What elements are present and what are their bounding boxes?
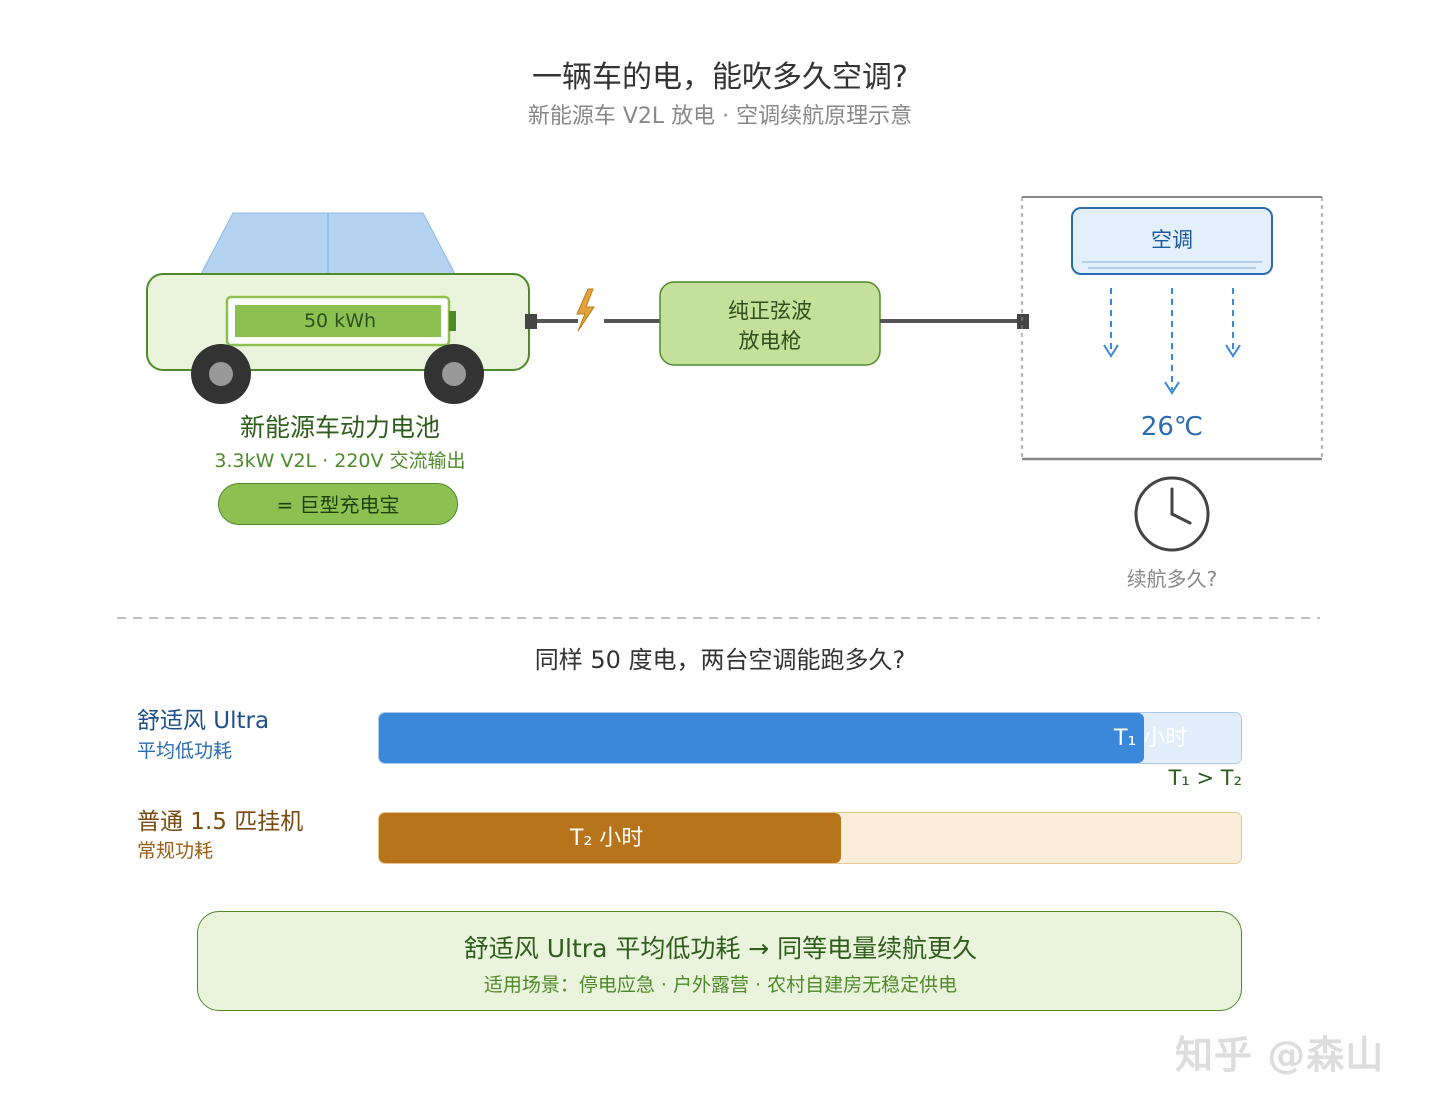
conclusion-main: 舒适风 Ultra 平均低功耗 → 同等电量续航更久	[463, 934, 978, 963]
row-2-bar-label: T₂ 小时	[570, 826, 644, 851]
battery-capacity: 50 kWh	[303, 310, 377, 332]
page-subtitle: 新能源车 V2L 放电 · 空调续航原理示意	[527, 104, 913, 129]
duration-relation: T₁ > T₂	[1168, 766, 1242, 790]
conclusion-box: 舒适风 Ultra 平均低功耗 → 同等电量续航更久 适用场景：停电应急 · 户…	[197, 911, 1242, 1011]
runtime-question: 续航多久?	[1126, 567, 1218, 591]
clock-icon	[1134, 476, 1210, 552]
row-1-name: 舒适风 Ultra	[137, 708, 270, 734]
gun-line-2: 放电枪	[738, 329, 802, 353]
discharge-gun	[659, 281, 881, 366]
lightning-icon	[576, 288, 595, 332]
ac-unit	[1071, 207, 1273, 275]
car-battery-subtitle: 3.3kW V2L · 220V 交流输出	[214, 450, 466, 472]
car-plug	[525, 314, 537, 329]
ac-plug	[1017, 314, 1029, 329]
room-temperature: 26℃	[1140, 412, 1204, 442]
car-hub-rear	[442, 362, 466, 386]
row-1-bar-label: T₁ 小时	[1114, 726, 1188, 751]
discharge-gun-label: 纯正弦波 放电枪	[660, 296, 880, 356]
ac-label: 空调	[1151, 228, 1193, 252]
watermark: 知乎 @森山	[1175, 1033, 1385, 1077]
car-hub-front	[209, 362, 233, 386]
row-2-name: 普通 1.5 匹挂机	[137, 809, 304, 835]
gun-line-1: 纯正弦波	[728, 299, 812, 323]
row-1-sub: 平均低功耗	[137, 740, 233, 762]
row-2-sub: 常规功耗	[137, 840, 214, 862]
row-2-bar-fill	[379, 813, 841, 863]
row-1-bar-fill	[379, 713, 1144, 763]
conclusion-scenarios: 适用场景：停电应急 · 户外露营 · 农村自建房无稳定供电	[483, 974, 958, 996]
car-battery-title: 新能源车动力电池	[239, 413, 440, 442]
airflow-arrows	[1103, 288, 1241, 395]
battery-terminal	[449, 311, 456, 331]
row-1-bar: T₁ 小时	[378, 712, 1242, 764]
battery-fill	[235, 305, 441, 337]
row-2-bar: T₂ 小时	[378, 812, 1242, 864]
powerbank-badge: = 巨型充电宝	[218, 483, 458, 525]
comparison-question: 同样 50 度电，两台空调能跑多久?	[534, 646, 906, 674]
page-title: 一辆车的电，能吹多久空调?	[532, 60, 908, 95]
